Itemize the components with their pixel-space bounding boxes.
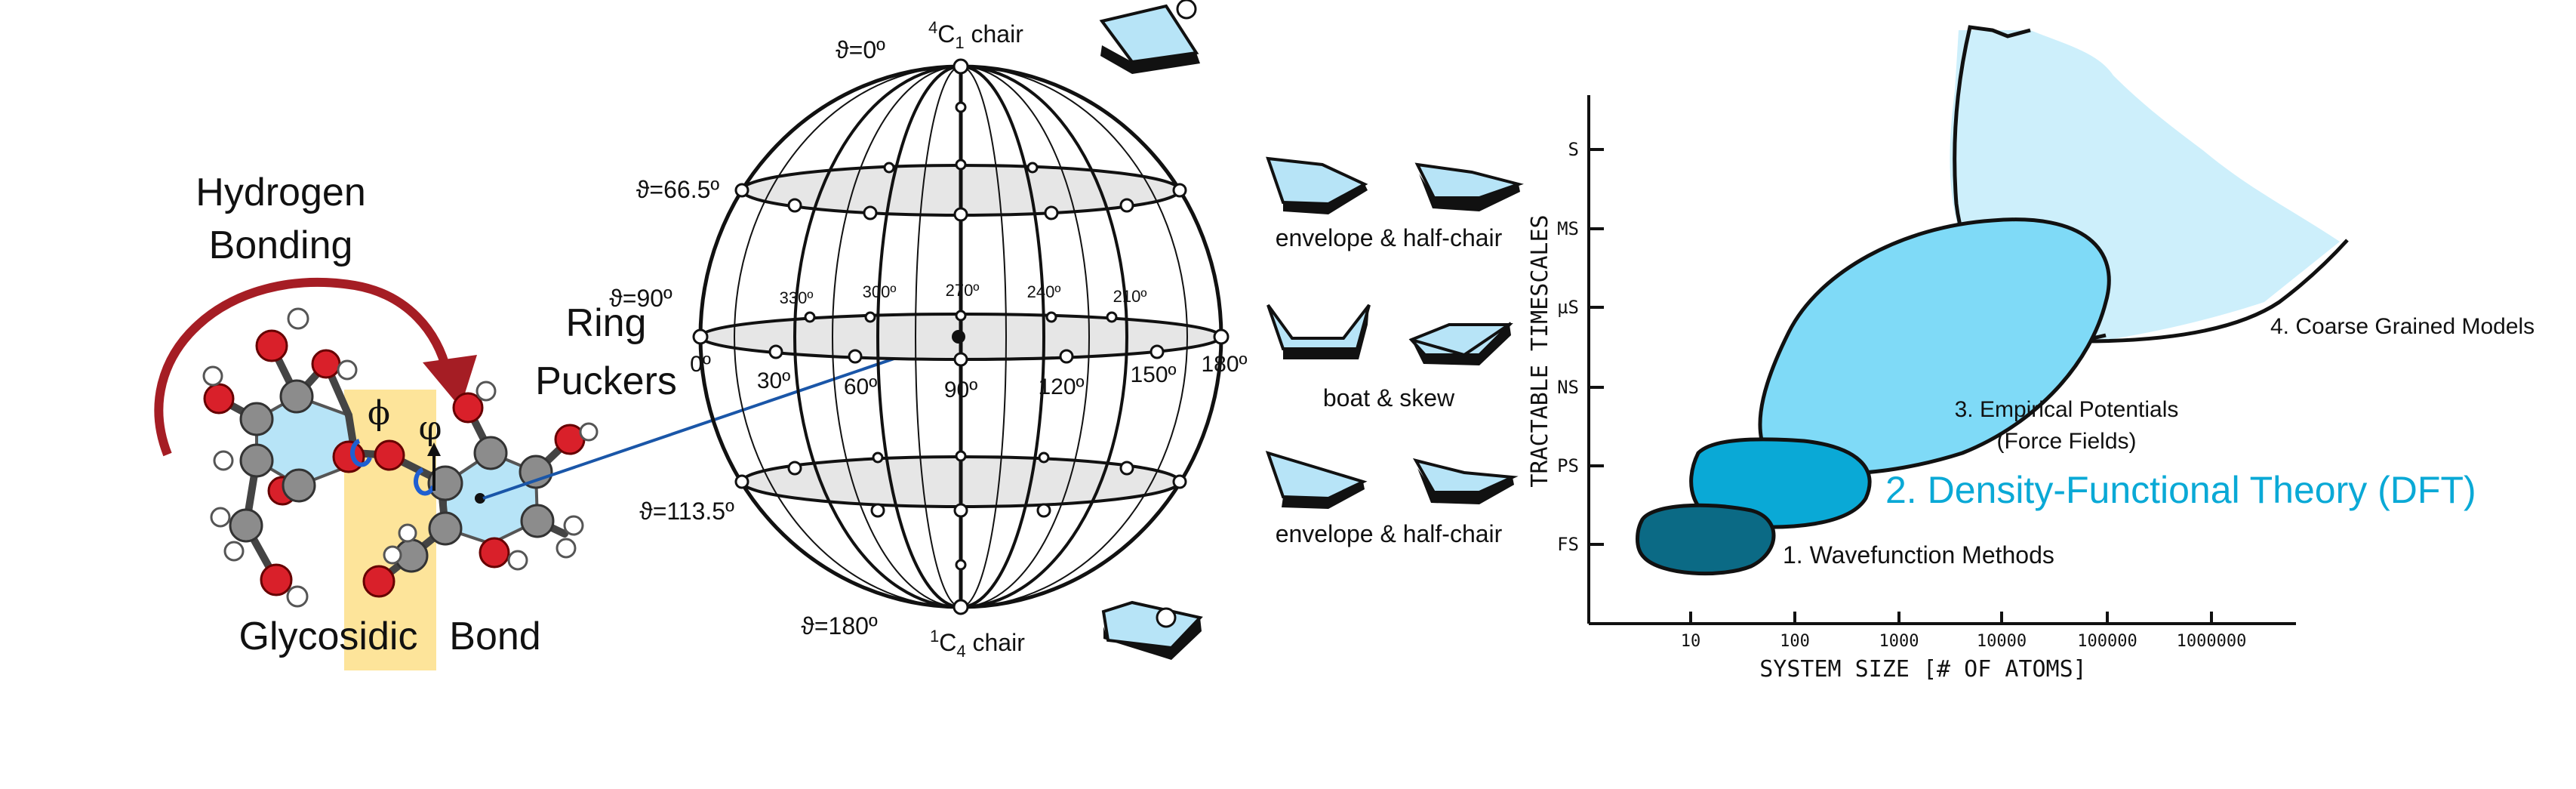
hbond-arrow: [154, 277, 451, 457]
y-tick-label: NS: [1557, 377, 1579, 398]
oxygen-atoms: [203, 329, 586, 598]
glycosidic-highlight: [344, 390, 436, 670]
theta-180-label: ϑ=180º: [801, 612, 878, 640]
phi-back-label: 210º: [1113, 287, 1147, 306]
phi-front-label: 150º: [1130, 362, 1176, 387]
region-label-coarse-grained: 4. Coarse Grained Models: [2270, 314, 2534, 339]
x-tick-labels: 10 100 1000 10000 100000 1000000: [1681, 632, 2247, 651]
region-label-wavefunction: 1. Wavefunction Methods: [1783, 541, 2054, 569]
hydrogen-atoms: [202, 307, 599, 608]
carbon-atoms: [229, 379, 555, 573]
hbond-label-line2: Bonding: [209, 223, 353, 267]
envelope-icon: [1266, 156, 1368, 214]
psi-label: φ: [419, 409, 442, 448]
region-label-dft: 2. Density-Functional Theory (DFT): [1885, 469, 2476, 511]
row3-label: envelope & half-chair: [1276, 520, 1503, 547]
x-tick-label: 1000000: [2177, 632, 2247, 651]
puckering-sphere-panel: ϑ=0º ϑ=66.5º ϑ=90º ϑ=113.5º ϑ=180º 4C1 c…: [609, 0, 1248, 661]
y-axis-label: TRACTABLE TIMESCALES: [1527, 214, 1553, 487]
phi-front-label: 0º: [690, 352, 711, 377]
region-label-empirical-line1: 3. Empirical Potentials: [1955, 397, 2179, 422]
phi-front-labels: 0º 30º 60º 90º 120º 150º 180º: [690, 352, 1247, 402]
x-tick-label: 100000: [2077, 632, 2137, 651]
y-tick-label: PS: [1557, 455, 1579, 476]
region-wavefunction: [1636, 503, 1776, 576]
half-chair-icon: [1414, 162, 1524, 211]
row1-label: envelope & half-chair: [1276, 224, 1503, 251]
theta-0-label: ϑ=0º: [836, 36, 885, 63]
theta-90-label: ϑ=90º: [609, 285, 672, 312]
bottom-chair-label: 1C4 chair: [930, 627, 1025, 661]
y-tick-label: FS: [1557, 534, 1579, 555]
phi-back-label: 240º: [1027, 282, 1061, 301]
phi-front-label: 30º: [757, 368, 790, 393]
x-tick-label: 1000: [1879, 632, 1919, 651]
glycosidic-label: Glycosidic: [239, 615, 418, 658]
x-tick-label: 100: [1780, 632, 1810, 651]
y-tick-label: MS: [1557, 218, 1579, 239]
envelope-icon-2: [1265, 450, 1368, 509]
x-axis-label: SYSTEM SIZE [# OF ATOMS]: [1759, 656, 2086, 683]
phi-back-label: 330º: [780, 288, 814, 307]
chair-conformer-icon-top: [1099, 0, 1200, 74]
sphere-nodes: [692, 58, 1230, 615]
y-tick-label: S: [1568, 139, 1579, 160]
phi-back-label: 300º: [863, 282, 897, 301]
methods-chart: S MS µS NS PS FS 10 100 1000 10000 10000…: [1527, 25, 2534, 683]
psi-torsion-arrow: [414, 467, 435, 496]
theta-665-label: ϑ=66.5º: [636, 176, 719, 203]
region-coarse-grained-outline-2: [2082, 239, 2349, 344]
molecule-panel: Hydrogen Bonding ϕ φ Glycosidic Bond Rin…: [154, 171, 959, 670]
ring-centroid-dot: [475, 493, 485, 504]
chair-conformer-icon-bottom: [1101, 600, 1203, 660]
skew-icon: [1408, 322, 1513, 365]
phi-front-label: 180º: [1201, 352, 1247, 377]
phi-front-label: 90º: [944, 378, 977, 402]
ring-puckers-label-line2: Puckers: [535, 359, 677, 403]
x-ticks: [1689, 612, 2213, 624]
y-tick-label: µS: [1557, 297, 1579, 318]
bond-label: Bond: [449, 615, 540, 658]
y-ticks: [1589, 148, 1604, 546]
phi-front-label: 120º: [1038, 374, 1084, 399]
row2-label: boat & skew: [1323, 384, 1455, 411]
phi-torsion-arrow: [350, 439, 372, 467]
sphere-pointer-dot: [952, 330, 965, 344]
boat-icon: [1266, 304, 1371, 359]
hbond-label-line1: Hydrogen: [195, 171, 365, 214]
y-tick-labels: S MS µS NS PS FS: [1557, 139, 1579, 555]
phi-label: ϕ: [368, 394, 390, 433]
theta-1135-label: ϑ=113.5º: [639, 498, 734, 525]
x-tick-label: 10000: [1977, 632, 2027, 651]
phi-front-label: 60º: [844, 374, 877, 399]
half-chair-icon-2: [1412, 458, 1519, 504]
region-label-empirical-line2: (Force Fields): [1996, 429, 2136, 454]
x-tick-label: 10: [1681, 632, 1701, 651]
phi-back-labels: 330º 300º 270º 240º 210º: [780, 281, 1147, 307]
top-chair-label: 4C1 chair: [928, 18, 1023, 52]
phi-back-label: 270º: [946, 281, 980, 300]
ring-puckers-label-line1: Ring: [566, 301, 647, 345]
conformer-panel: envelope & half-chair boat & skew envelo…: [1265, 156, 1524, 547]
psi-arrowhead: [427, 442, 441, 456]
